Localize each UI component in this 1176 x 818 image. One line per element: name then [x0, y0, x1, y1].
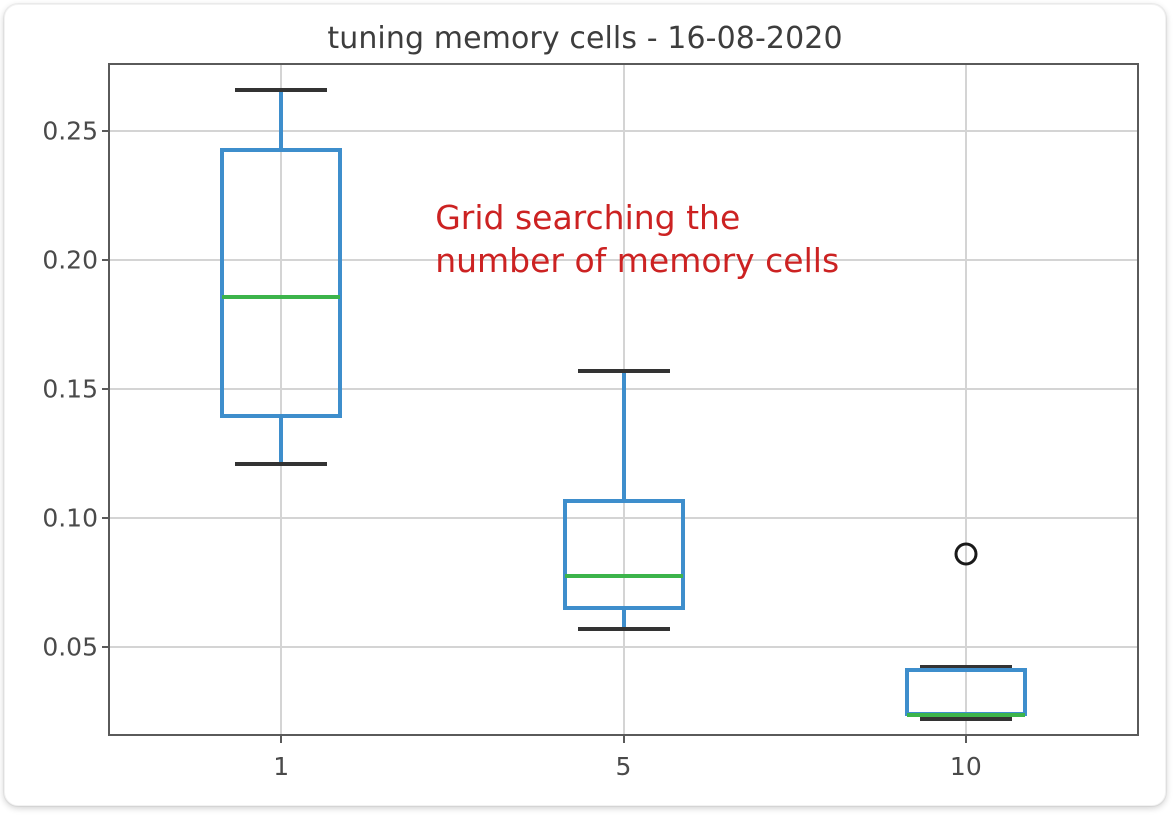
whisker-upper [279, 89, 284, 148]
gridline-vertical [280, 65, 283, 734]
figure-card: tuning memory cells - 16-08-2020 0.05 0.1… [4, 4, 1166, 806]
annotation-line-1: Grid searching the [435, 198, 741, 238]
gridline-vertical [964, 65, 967, 734]
whisker-lower [621, 610, 626, 630]
cap-upper [577, 369, 670, 374]
box-iqr [904, 668, 1027, 716]
x-axis-tick-label: 5 [615, 752, 632, 781]
y-axis-tick-label: 0.15 [42, 374, 98, 404]
x-axis-tick-mark [280, 734, 283, 743]
y-axis-tick-mark [102, 388, 110, 391]
cap-lower [919, 716, 1012, 721]
outlier-point [954, 542, 978, 566]
y-axis-tick-mark [102, 517, 110, 520]
median-line [564, 573, 683, 578]
y-axis-tick-mark [102, 259, 110, 262]
y-axis-tick-label: 0.05 [42, 632, 98, 662]
y-axis-tick-label: 0.25 [42, 116, 98, 146]
y-axis-tick-label: 0.20 [42, 245, 98, 275]
y-axis-tick-label: 0.10 [42, 503, 98, 533]
x-axis-tick-mark [964, 734, 967, 743]
page-title: tuning memory cells - 16-08-2020 [327, 21, 843, 56]
y-axis-tick-mark [102, 646, 110, 649]
cap-lower [577, 627, 670, 632]
x-axis-tick-label: 1 [273, 752, 290, 781]
cap-lower [235, 462, 328, 467]
y-axis-tick-mark [102, 129, 110, 132]
plot-axes: 0.05 0.10 0.15 0.20 0.25 1 5 10 Grid searching … [42, 63, 1139, 781]
x-axis-tick-label: 10 [949, 752, 982, 781]
whisker-upper [621, 371, 626, 499]
box-iqr [562, 498, 685, 610]
annotation-line-2: number of memory cells [435, 240, 840, 280]
median-line [222, 295, 341, 300]
whisker-lower [279, 417, 284, 465]
box-iqr [220, 147, 343, 418]
x-axis-tick-mark [622, 734, 625, 743]
cap-upper [235, 87, 328, 92]
median-line [906, 713, 1025, 718]
cap-upper [919, 664, 1012, 669]
